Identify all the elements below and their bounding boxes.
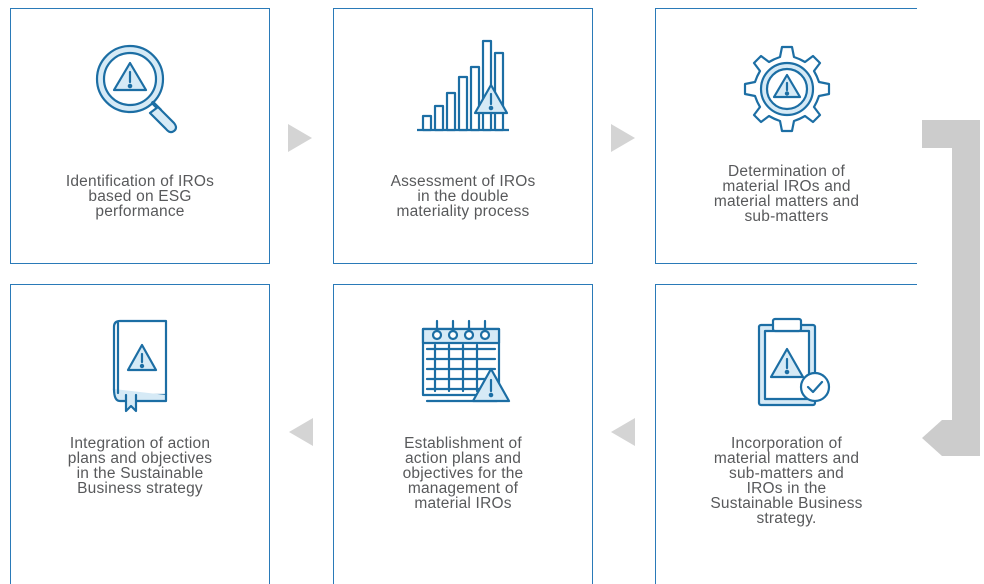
step-card-identification: Identification of IROs based on ESG perf… bbox=[10, 8, 270, 264]
arrow-left-icon bbox=[289, 418, 313, 446]
bar-chart-warning-icon bbox=[334, 39, 592, 139]
step-label: Identification of IROs based on ESG perf… bbox=[65, 173, 215, 220]
step-card-incorporation: Incorporation of material matters and su… bbox=[655, 284, 917, 584]
arrow-left-icon bbox=[611, 418, 635, 446]
gear-warning-icon bbox=[656, 39, 917, 139]
step-card-integration: Integration of action plans and objectiv… bbox=[10, 284, 270, 584]
return-arrow-icon bbox=[922, 120, 980, 456]
step-card-assessment: Assessment of IROs in the double materia… bbox=[333, 8, 593, 264]
arrow-right-icon bbox=[288, 124, 312, 152]
step-card-establishment: Establishment of action plans and object… bbox=[333, 284, 593, 584]
step-label: Integration of action plans and objectiv… bbox=[67, 435, 213, 497]
step-label: Establishment of action plans and object… bbox=[402, 435, 524, 512]
magnifier-warning-icon bbox=[11, 39, 269, 139]
calendar-warning-icon bbox=[334, 315, 592, 415]
book-warning-icon bbox=[11, 315, 269, 415]
clipboard-check-warning-icon bbox=[656, 315, 917, 415]
step-label: Determination of material IROs and mater… bbox=[713, 163, 860, 225]
step-card-determination: Determination of material IROs and mater… bbox=[655, 8, 917, 264]
step-label: Incorporation of material matters and su… bbox=[710, 435, 863, 527]
step-label: Assessment of IROs in the double materia… bbox=[390, 173, 536, 220]
arrow-right-icon bbox=[611, 124, 635, 152]
